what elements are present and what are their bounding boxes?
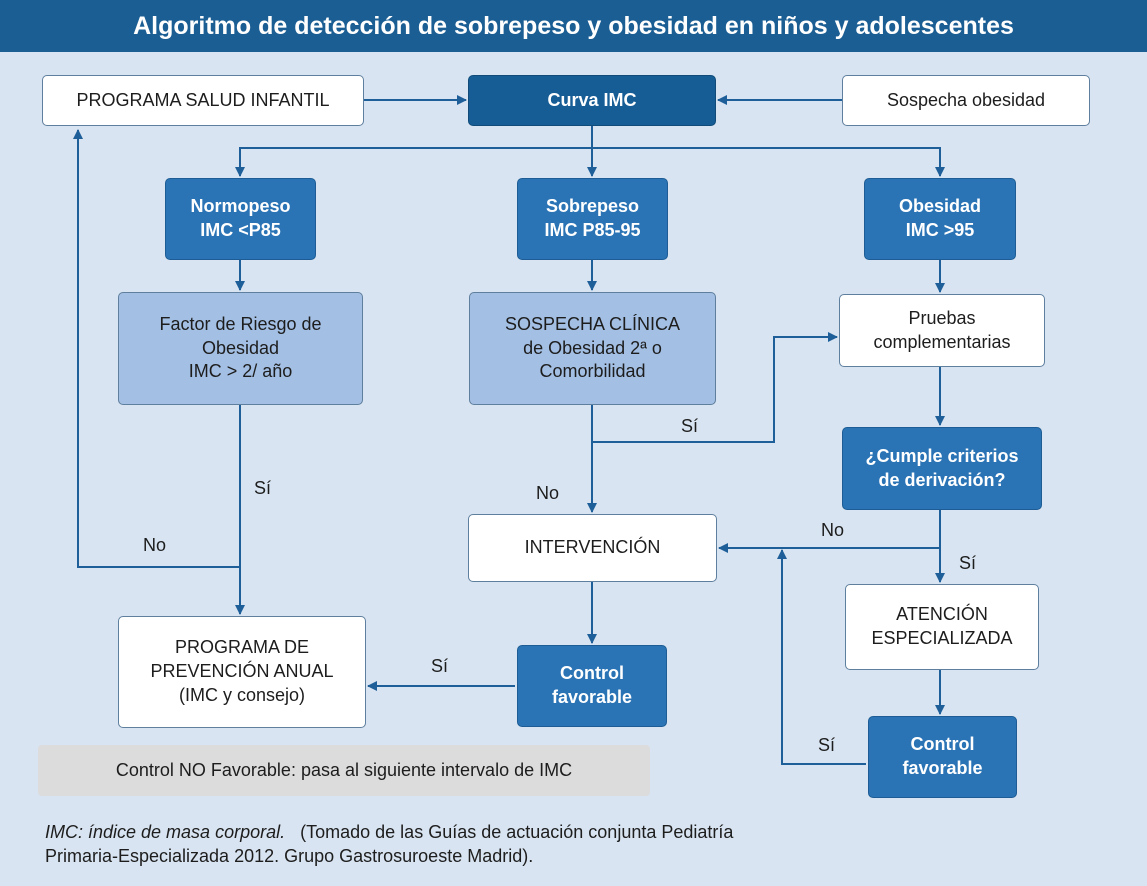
node-atencion-especializada: ATENCIÓN ESPECIALIZADA [845,584,1039,670]
footnote-source: (Tomado de las Guías de actuación conjun… [300,822,734,842]
node-sospecha-clinica: SOSPECHA CLÍNICA de Obesidad 2ª o Comorb… [469,292,716,405]
node-obesidad: Obesidad IMC >95 [864,178,1016,260]
edge-label-si: Sí [431,656,449,676]
node-factor-riesgo: Factor de Riesgo de Obesidad IMC > 2/ añ… [118,292,363,405]
node-label-line: complementarias [873,331,1011,352]
node-label-line: (IMC y consejo) [178,684,306,705]
node-control-favorable-2: Control favorable [868,716,1017,798]
node-label-line: favorable [551,687,633,707]
node-curva-imc: Curva IMC [468,75,716,126]
edge-label-si: Sí [959,553,977,573]
node-label-line: de derivación? [878,469,1006,490]
node-label-line: Obesidad [898,196,982,217]
node-label-line: IMC > 2/ año [188,361,293,382]
node-sospecha-obesidad: Sospecha obesidad [842,75,1090,126]
edge-label-no: No [143,535,167,555]
node-label-line: IMC >95 [905,220,975,240]
note-control-no-favorable: Control NO Favorable: pasa al siguiente … [38,745,650,796]
node-label: Curva IMC [547,89,637,110]
node-label: INTERVENCIÓN [524,537,661,558]
node-label-line: Control [910,734,975,755]
node-label-line: Normopeso [190,196,291,217]
node-programa-prevencion: PROGRAMA DE PREVENCIÓN ANUAL (IMC y cons… [118,616,366,728]
node-label-line: IMC P85-95 [544,220,641,240]
node-label: PROGRAMA SALUD INFANTIL [76,89,330,110]
node-control-favorable-1: Control favorable [517,645,667,727]
footnote: IMC: índice de masa corporal. (Tomado de… [45,820,733,869]
node-programa-salud-infantil: PROGRAMA SALUD INFANTIL [42,75,364,126]
edge-label-no: No [536,483,560,503]
node-cumple-criterios: ¿Cumple criterios de derivación? [842,427,1042,510]
node-label-line: Factor de Riesgo de [159,313,322,334]
node-label-line: PREVENCIÓN ANUAL [150,661,334,682]
node-label-line: PROGRAMA DE [174,637,310,658]
node-label-line: ESPECIALIZADA [871,628,1013,648]
node-label-line: de Obesidad 2ª o [523,337,662,358]
node-label-line: Pruebas [908,307,976,328]
edge-label-si: Sí [681,416,699,436]
node-label-line: SOSPECHA CLÍNICA [504,313,681,334]
node-label-line: ATENCIÓN [896,604,988,625]
diagram-title: Algoritmo de detección de sobrepeso y ob… [0,0,1147,52]
node-label-line: Control [560,663,624,684]
node-label-line: Sobrepeso [545,196,640,217]
node-label-line: favorable [902,758,983,778]
node-label-line: IMC <P85 [200,220,281,240]
node-intervencion: INTERVENCIÓN [468,514,717,582]
footnote-source: Primaria-Especializada 2012. Grupo Gastr… [45,846,534,867]
node-label: Sospecha obesidad [886,89,1046,110]
note-label: Control NO Favorable: pasa al siguiente … [115,759,573,780]
node-label-line: Obesidad [201,337,280,358]
edge-label-no: No [821,520,845,540]
edge-label-si: Sí [254,478,272,498]
node-label-line: Comorbilidad [539,361,646,382]
footnote-definition: IMC: índice de masa corporal. [45,822,286,842]
node-label-line: ¿Cumple criterios [865,445,1019,466]
node-normopeso: Normopeso IMC <P85 [165,178,316,260]
node-pruebas-complementarias: Pruebas complementarias [839,294,1045,367]
node-sobrepeso: Sobrepeso IMC P85-95 [517,178,668,260]
edge-label-si: Sí [818,735,836,755]
